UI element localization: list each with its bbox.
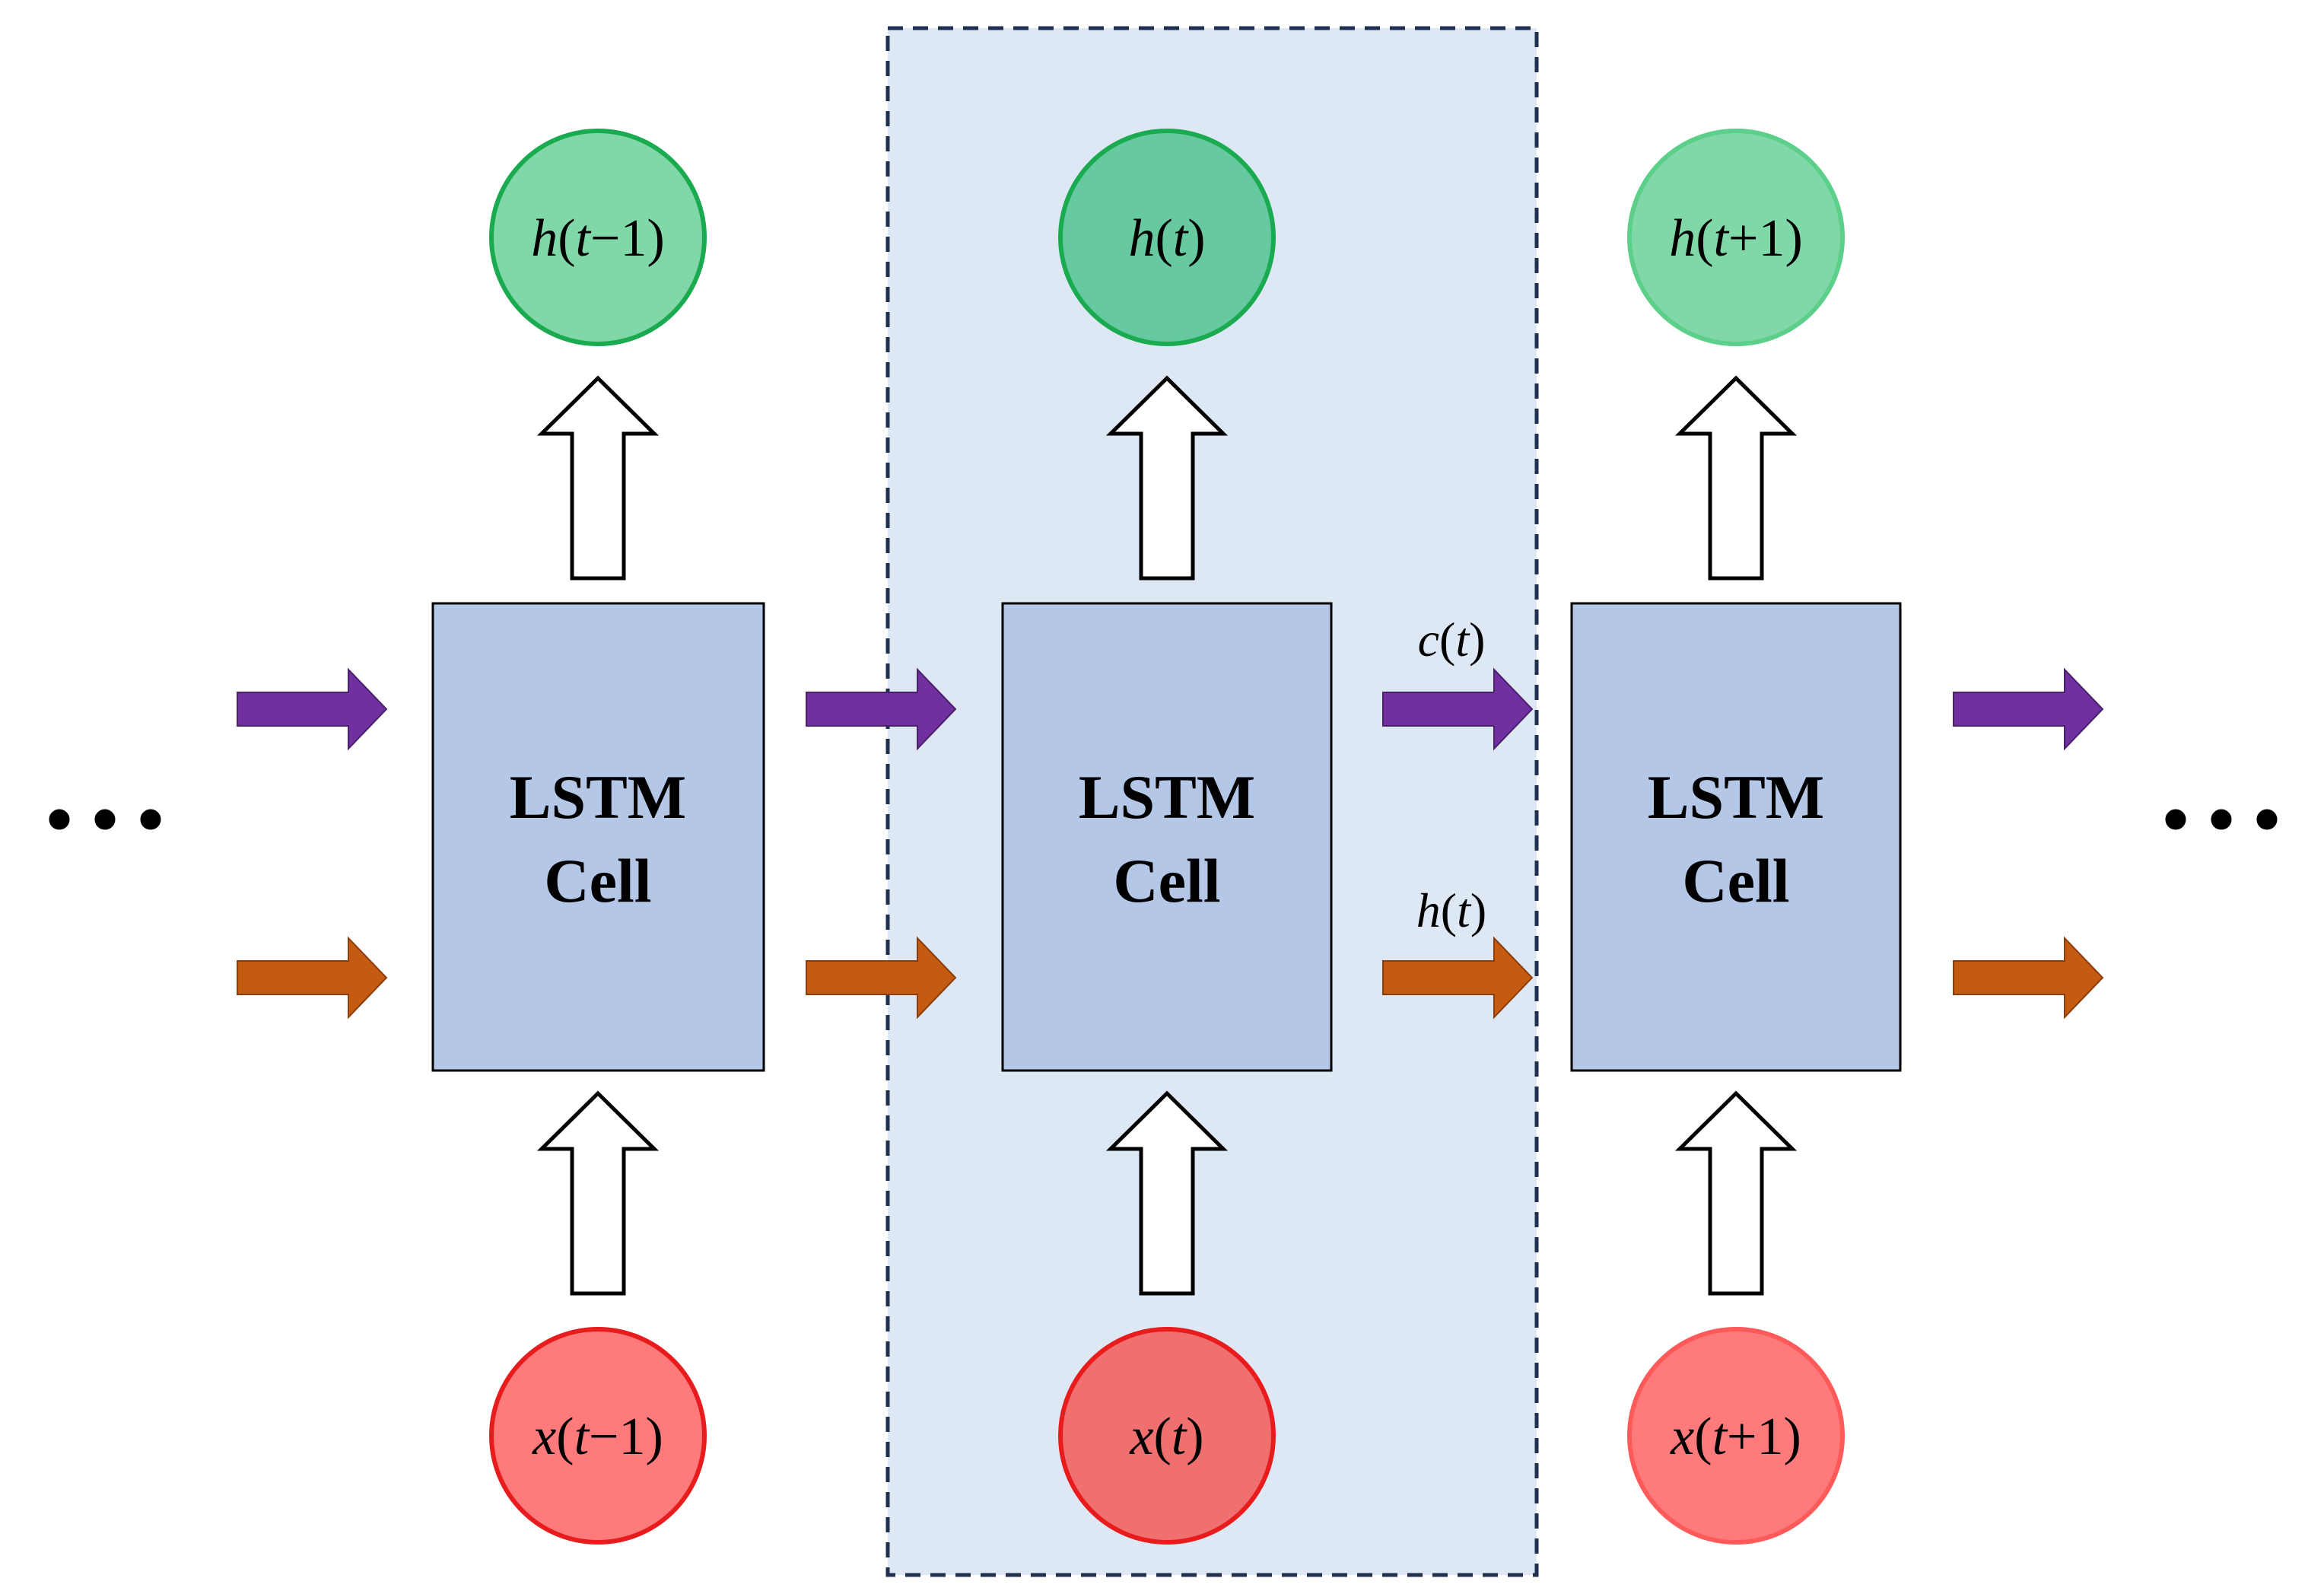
cell-state-arrow-4 bbox=[1953, 667, 2104, 751]
cell-label-line2: Cell bbox=[1682, 846, 1789, 915]
cell-label-line1: LSTM bbox=[1648, 762, 1824, 832]
hidden-state-arrow-1 bbox=[237, 936, 388, 1020]
output-arrow-1 bbox=[536, 375, 660, 581]
cell-state-arrow-2 bbox=[806, 667, 957, 751]
input-node-3: x(t+1) bbox=[1627, 1327, 1845, 1545]
ellipsis-left: • • • bbox=[46, 777, 164, 861]
cell-state-arrow-1 bbox=[237, 667, 388, 751]
cell-label-line2: Cell bbox=[1113, 846, 1220, 915]
lstm-cell-1: LSTM Cell bbox=[431, 602, 765, 1072]
svg-text:x(t−1): x(t−1) bbox=[532, 1408, 663, 1466]
svg-text:h(t−1): h(t−1) bbox=[531, 209, 665, 268]
svg-text:x(t+1): x(t+1) bbox=[1670, 1408, 1801, 1466]
input-node-2: x(t) bbox=[1058, 1327, 1276, 1545]
hidden-state-arrow-4 bbox=[1953, 936, 2104, 1020]
svg-text:h(t+1): h(t+1) bbox=[1669, 209, 1803, 268]
output-arrow-2 bbox=[1105, 375, 1229, 581]
cell-state-label: c(t) bbox=[1418, 612, 1486, 667]
output-node-3: h(t+1) bbox=[1627, 129, 1845, 346]
hidden-state-arrow-3 bbox=[1382, 936, 1534, 1020]
input-node-1: x(t−1) bbox=[489, 1327, 707, 1545]
output-node-1: h(t−1) bbox=[489, 129, 707, 346]
hidden-state-arrow-2 bbox=[806, 936, 957, 1020]
ellipsis-right: • • • bbox=[2162, 777, 2280, 861]
input-arrow-1 bbox=[536, 1090, 660, 1296]
lstm-cell-2: LSTM Cell bbox=[1001, 602, 1333, 1072]
output-node-2: h(t) bbox=[1058, 129, 1276, 346]
svg-text:x(t): x(t) bbox=[1129, 1408, 1203, 1466]
cell-label-line1: LSTM bbox=[510, 762, 686, 832]
cell-label-line1: LSTM bbox=[1079, 762, 1255, 832]
input-arrow-2 bbox=[1105, 1090, 1229, 1296]
output-arrow-3 bbox=[1674, 375, 1798, 581]
svg-text:h(t): h(t) bbox=[1128, 209, 1205, 268]
hidden-state-label: h(t) bbox=[1416, 883, 1486, 937]
cell-label-line2: Cell bbox=[544, 846, 651, 915]
input-arrow-3 bbox=[1674, 1090, 1798, 1296]
lstm-cell-3: LSTM Cell bbox=[1570, 602, 1902, 1072]
cell-state-arrow-3 bbox=[1382, 667, 1534, 751]
